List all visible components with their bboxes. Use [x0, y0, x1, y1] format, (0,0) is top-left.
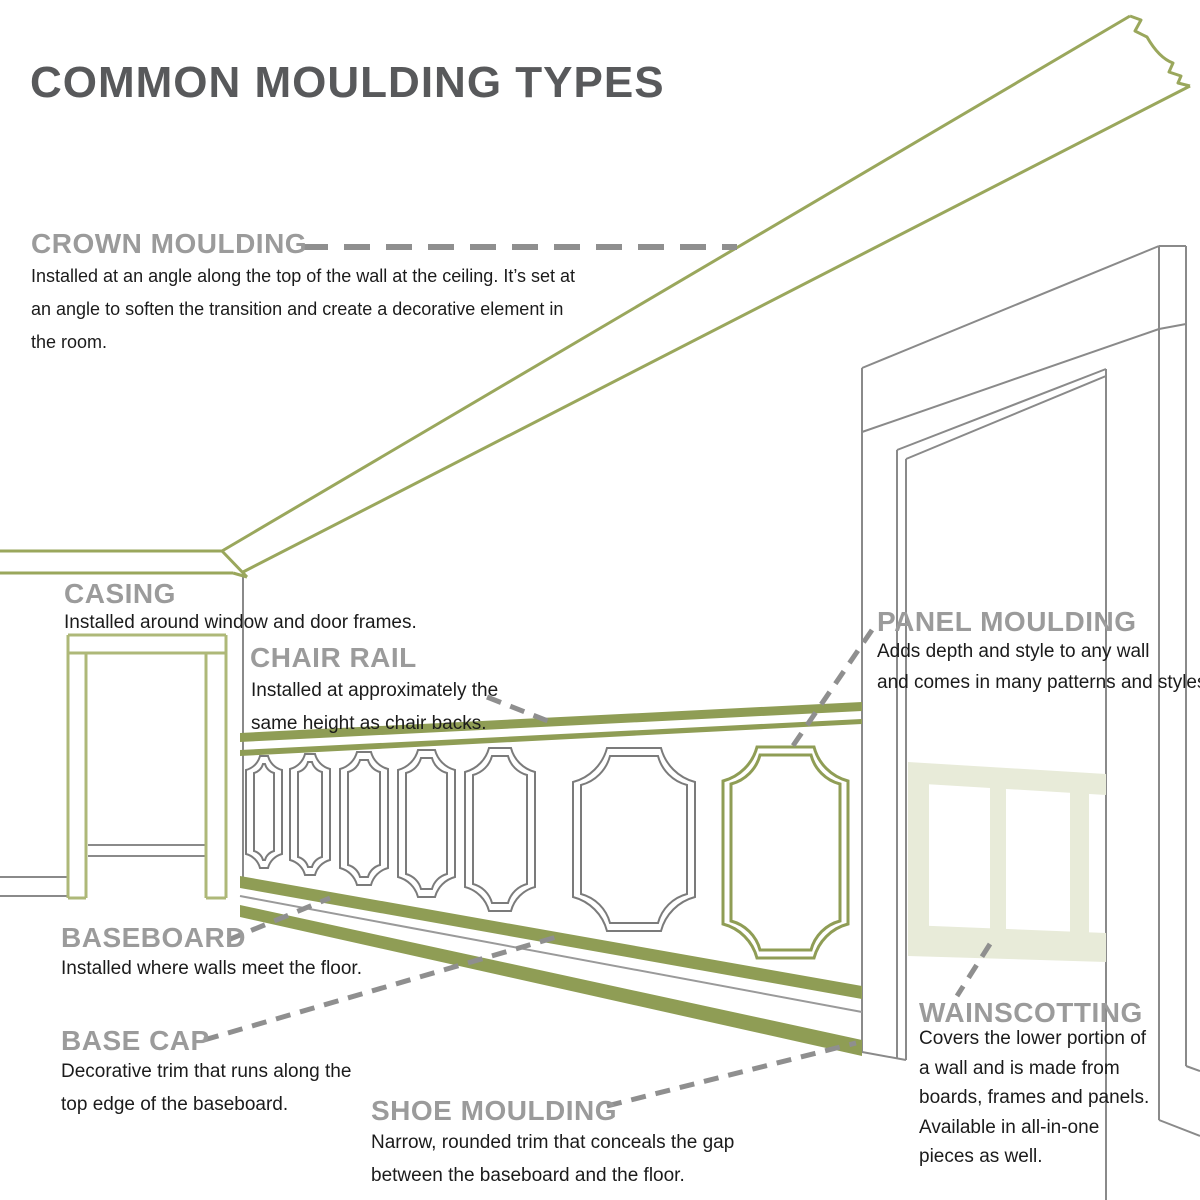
- shoe-moulding-description: Narrow, rounded trim that conceals the g…: [371, 1132, 735, 1186]
- crown-moulding-description: Installed at an angle along the top of t…: [31, 266, 576, 352]
- wall-panel: [580, 755, 688, 924]
- wall-structure-lines: [0, 245, 1200, 1200]
- crown-moulding-label: CROWN MOULDING: [31, 228, 308, 259]
- panel-moulding-drawing: [245, 745, 850, 960]
- baseboard-description: Installed where walls meet the floor.: [61, 958, 362, 979]
- wall-panel: [245, 755, 283, 869]
- shoe-moulding-label: SHOE MOULDING: [371, 1095, 618, 1126]
- baseboard-edge-line: [239, 895, 863, 1013]
- casing-label: CASING: [64, 578, 176, 609]
- casing-description: Installed around window and door frames.: [64, 612, 417, 633]
- wall-panel-green: [729, 753, 842, 952]
- wall-panel: [347, 759, 381, 878]
- panel-moulding-connector: [785, 628, 875, 755]
- shoe-moulding-strip: [240, 905, 862, 1056]
- chair-rail-drawing: [240, 702, 862, 756]
- baseboard-label: BASEBOARD: [61, 922, 246, 953]
- wall-panel: [464, 747, 536, 912]
- base-cap-connector: [203, 933, 561, 1043]
- panel-moulding-description: Adds depth and style to any wall and com…: [877, 641, 1200, 693]
- wall-panel: [397, 749, 456, 898]
- chair-rail-label: CHAIR RAIL: [250, 642, 417, 673]
- wainscotting-connector: [954, 942, 993, 998]
- wall-panel: [297, 761, 323, 868]
- wall-panel: [339, 751, 389, 886]
- baseboard-connector: [227, 895, 331, 943]
- wall-panel: [289, 753, 331, 876]
- wall-panel-green: [721, 745, 850, 960]
- crown-profile-end: [1129, 14, 1191, 88]
- annotation-connectors: [203, 244, 993, 1109]
- wall-panel: [472, 755, 528, 904]
- page-title: COMMON MOULDING TYPES: [30, 58, 665, 107]
- shoe-moulding-connector: [606, 1040, 857, 1109]
- crown-moulding-drawing: [0, 14, 1191, 579]
- panel-moulding-label: PANEL MOULDING: [877, 606, 1137, 637]
- wainscotting-label: WAINSCOTTING: [919, 997, 1143, 1028]
- wainscotting-description: Covers the lower portion of a wall and i…: [919, 1028, 1150, 1167]
- chair-rail-description: Installed at approximately the same heig…: [251, 680, 499, 734]
- wall-panel: [572, 747, 696, 932]
- wall-panel: [253, 763, 275, 861]
- base-cap-label: BASE CAP: [61, 1025, 210, 1056]
- wainscotting-drawing: [908, 762, 1106, 962]
- base-cap-description: Decorative trim that runs along the top …: [61, 1061, 352, 1115]
- chair-rail-connector: [486, 694, 554, 726]
- wall-panel: [405, 757, 448, 890]
- casing-drawing: [66, 633, 228, 900]
